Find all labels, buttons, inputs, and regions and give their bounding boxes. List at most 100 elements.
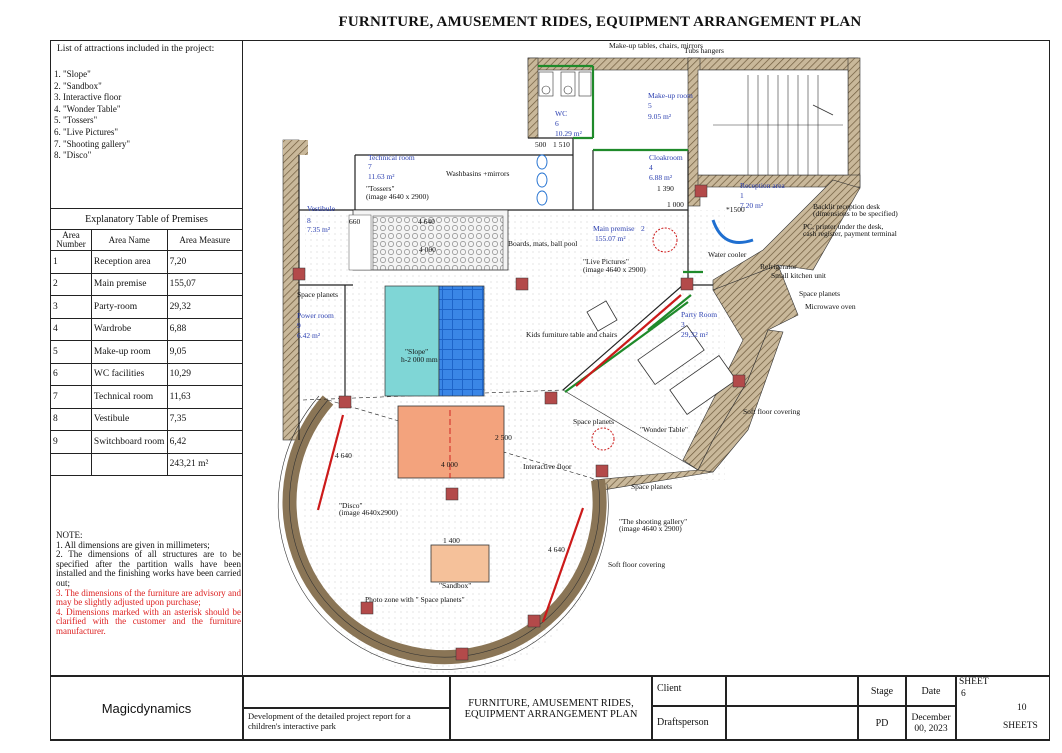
date-value: December 00, 2023: [906, 706, 956, 741]
slope-tiles: [438, 285, 485, 397]
label-space-planets-1: Space planets: [297, 290, 338, 299]
column-header: Area Number: [50, 229, 92, 251]
area-number: 6: [50, 362, 92, 386]
room-power-area: 6.42 m²: [297, 331, 321, 340]
left-column: List of attractions included in the proj…: [50, 40, 244, 675]
note-heading: NOTE:: [56, 530, 83, 540]
sheets-label: SHEETS: [1003, 721, 1038, 731]
label-live-img: (image 4640 x 2900): [583, 265, 646, 274]
label-shooting: "The shooting gallery": [619, 517, 687, 526]
room-makeup-num: 5: [648, 101, 652, 110]
room-makeup: Make-up room: [648, 91, 693, 100]
area-measure: 7,20: [166, 250, 244, 274]
premises-table: Explanatory Table of Premises Area Numbe…: [50, 208, 244, 476]
label-small-kitchen: Small kitchen unit: [771, 271, 827, 280]
label-tossers-img: (image 4640 x 2900): [366, 192, 429, 201]
interior-partitions: [298, 137, 713, 440]
area-number: 9: [50, 430, 92, 454]
space-planet-markers: [292, 184, 746, 661]
room-cloakroom-area: 6.88 m²: [649, 173, 673, 182]
dim-660: 660: [349, 217, 361, 226]
room-technical-area: 11.63 m²: [368, 172, 395, 181]
draftsperson-label: Draftsperson: [652, 706, 726, 741]
dim-1500: *1500: [726, 205, 745, 214]
area-measure: 9,05: [166, 340, 244, 364]
area-measure: 29,32: [166, 295, 244, 319]
interactive-floor: [397, 405, 505, 479]
mats-board: [348, 214, 372, 271]
list-item: 4. "Wonder Table": [54, 103, 121, 114]
column-header: Area Name: [90, 229, 168, 251]
room-vestibule-area: 7.35 m²: [307, 225, 331, 234]
project-description: Development of the detailed project repo…: [243, 708, 450, 741]
attractions-list: 1. "Slope" 2. "Sandbox" 3. Interactive f…: [54, 69, 130, 162]
label-sandbox: "Sandbox": [439, 581, 471, 590]
dim-1400: 1 400: [443, 536, 460, 545]
green-partitions: [538, 64, 703, 393]
party-table: [637, 324, 737, 416]
room-reception-num: 1: [740, 191, 744, 200]
room-makeup-area: 9.05 m²: [648, 112, 672, 121]
area-name: Vestibule: [90, 407, 168, 431]
room-reception: Reception area: [740, 181, 785, 190]
room-main-num: 2: [641, 224, 645, 233]
sheet-label: SHEET: [959, 677, 989, 687]
area-name: WC facilities: [90, 362, 168, 386]
list-item: 1. "Slope": [54, 69, 91, 79]
plan-labels: Make-up tables, chairs, mirrors Tubs han…: [297, 41, 898, 604]
room-party-area: 29,32 m²: [681, 330, 709, 339]
area-number: 3: [50, 295, 92, 319]
room-wc-area: 10.29 m²: [555, 129, 583, 138]
room-wc: WC: [555, 109, 567, 118]
label-live-pictures: "Live Pictures": [583, 257, 629, 266]
red-accent-lines: [316, 294, 682, 623]
room-reception-area: 7.20 m²: [740, 201, 764, 210]
title-block: Magicdynamics Development of the detaile…: [50, 675, 1050, 741]
premises-caption: Explanatory Table of Premises: [50, 208, 243, 229]
area-name: Reception area: [90, 250, 168, 274]
label-kids-furniture: Kids furniture table and chairs: [526, 330, 617, 339]
room-technical-num: 7: [368, 162, 372, 171]
room-technical: Technical room: [368, 153, 415, 162]
label-tubs-hangers: Tubs hangers: [684, 46, 724, 55]
slope-ride: [384, 285, 440, 397]
label-space-planets-3: Space planets: [631, 482, 672, 491]
list-item: 6. "Live Pictures": [54, 126, 119, 137]
table-header-row: Area Number Area Name Area Measure: [50, 229, 244, 251]
stage-value: PD: [858, 706, 906, 741]
area-name: Make-up room: [90, 340, 168, 364]
note-1: 1. All dimensions are given in millimete…: [56, 539, 210, 550]
column-header: Area Measure: [166, 229, 244, 251]
room-vestibule-num: 8: [307, 216, 311, 225]
label-disco-img: (image 4640x2900): [339, 508, 398, 517]
area-name: Switchboard room: [90, 430, 168, 454]
reception-desk: [711, 219, 754, 244]
note-2: 2. The dimensions of all structures are …: [56, 549, 241, 588]
note-3: 3. The dimensions of the furniture are a…: [56, 587, 241, 608]
dim-4640a: 4 640: [418, 217, 435, 226]
list-item: 3. Interactive floor: [54, 92, 122, 103]
dim-500: 500: [535, 140, 547, 149]
list-item: 5. "Tossers": [54, 115, 98, 126]
label-cash-register: cash register, payment terminal: [803, 229, 897, 238]
dim-4640b: 4 640: [335, 451, 352, 460]
notes: NOTE: 1. All dimensions are given in mil…: [56, 530, 241, 637]
area-name: Party-room: [90, 295, 168, 319]
room-vestibule: Vestibule: [307, 204, 336, 213]
label-soft-floor-1: Soft floor covering: [743, 407, 800, 416]
label-tossers: "Tossers": [366, 184, 395, 193]
room-power-num: 9: [297, 321, 301, 330]
date-label: Date: [906, 676, 956, 706]
projector-icons: [591, 227, 678, 451]
staircase: [697, 69, 849, 176]
list-item: 8. "Disco": [54, 150, 92, 161]
client-value: [726, 676, 858, 706]
dim-4640c: 4 640: [548, 545, 565, 554]
area-number: 4: [50, 317, 92, 341]
